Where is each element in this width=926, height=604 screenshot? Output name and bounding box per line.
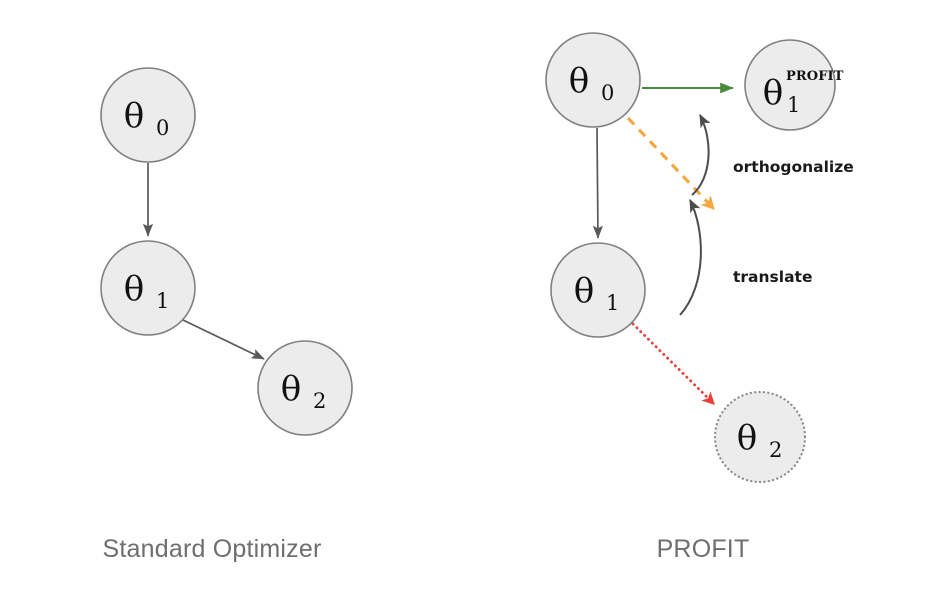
- annotation-curve-translate: [679, 198, 702, 316]
- panel-profit: θ 0 θ 1 PROFIT θ 1 θ 2: [545, 32, 854, 563]
- node-pf-theta1[interactable]: θ 1: [550, 242, 646, 338]
- node-label-subscript: 1: [787, 93, 800, 117]
- node-label-base: θ: [737, 418, 757, 458]
- node-circle: [713, 390, 807, 484]
- node-label-base: θ: [574, 271, 594, 311]
- node-label-subscript: 0: [156, 116, 169, 140]
- panel-caption-standard-optimizer: Standard Optimizer: [103, 535, 322, 563]
- node-circle: [545, 32, 641, 128]
- edge-pf-theta0-to-theta1: [592, 127, 603, 239]
- node-circle: [257, 340, 353, 436]
- edge-discarded-step-dotted: [631, 322, 715, 405]
- node-std-theta0[interactable]: θ 0: [100, 67, 196, 163]
- node-label-subscript: 2: [769, 438, 782, 462]
- node-label-subscript: 2: [313, 389, 326, 413]
- node-circle: [100, 67, 196, 163]
- node-label-base: θ: [281, 369, 301, 409]
- annotation-curve-orthogonalize: [691, 113, 711, 196]
- node-label-superscript: PROFIT: [786, 69, 844, 84]
- edge-raw-gradient-dashed: [626, 116, 715, 210]
- node-label-subscript: 1: [606, 291, 619, 315]
- node-label-base: θ: [569, 61, 589, 101]
- node-label-subscript: 1: [156, 289, 169, 313]
- annotation-label-orthogonalize: orthogonalize: [733, 158, 854, 176]
- node-pf-theta0[interactable]: θ 0: [545, 32, 641, 128]
- node-label-subscript: 0: [601, 81, 614, 105]
- node-label-base: θ: [763, 73, 783, 113]
- node-circle: [550, 242, 646, 338]
- edge-theta1-to-theta2: [182, 319, 265, 360]
- annotation-label-translate: translate: [733, 268, 812, 286]
- node-std-theta1[interactable]: θ 1: [100, 240, 196, 336]
- node-label-base: θ: [124, 96, 144, 136]
- panel-caption-profit: PROFIT: [657, 535, 750, 563]
- node-label-base: θ: [124, 269, 144, 309]
- node-pf-theta1-profit[interactable]: θ 1 PROFIT: [744, 39, 844, 131]
- node-circle: [100, 240, 196, 336]
- node-circle: [744, 39, 836, 131]
- panel-standard-optimizer: θ 0 θ 1 θ 2 Standard Optimizer: [100, 67, 353, 563]
- node-pf-theta2[interactable]: θ 2: [713, 390, 807, 484]
- node-std-theta2[interactable]: θ 2: [257, 340, 353, 436]
